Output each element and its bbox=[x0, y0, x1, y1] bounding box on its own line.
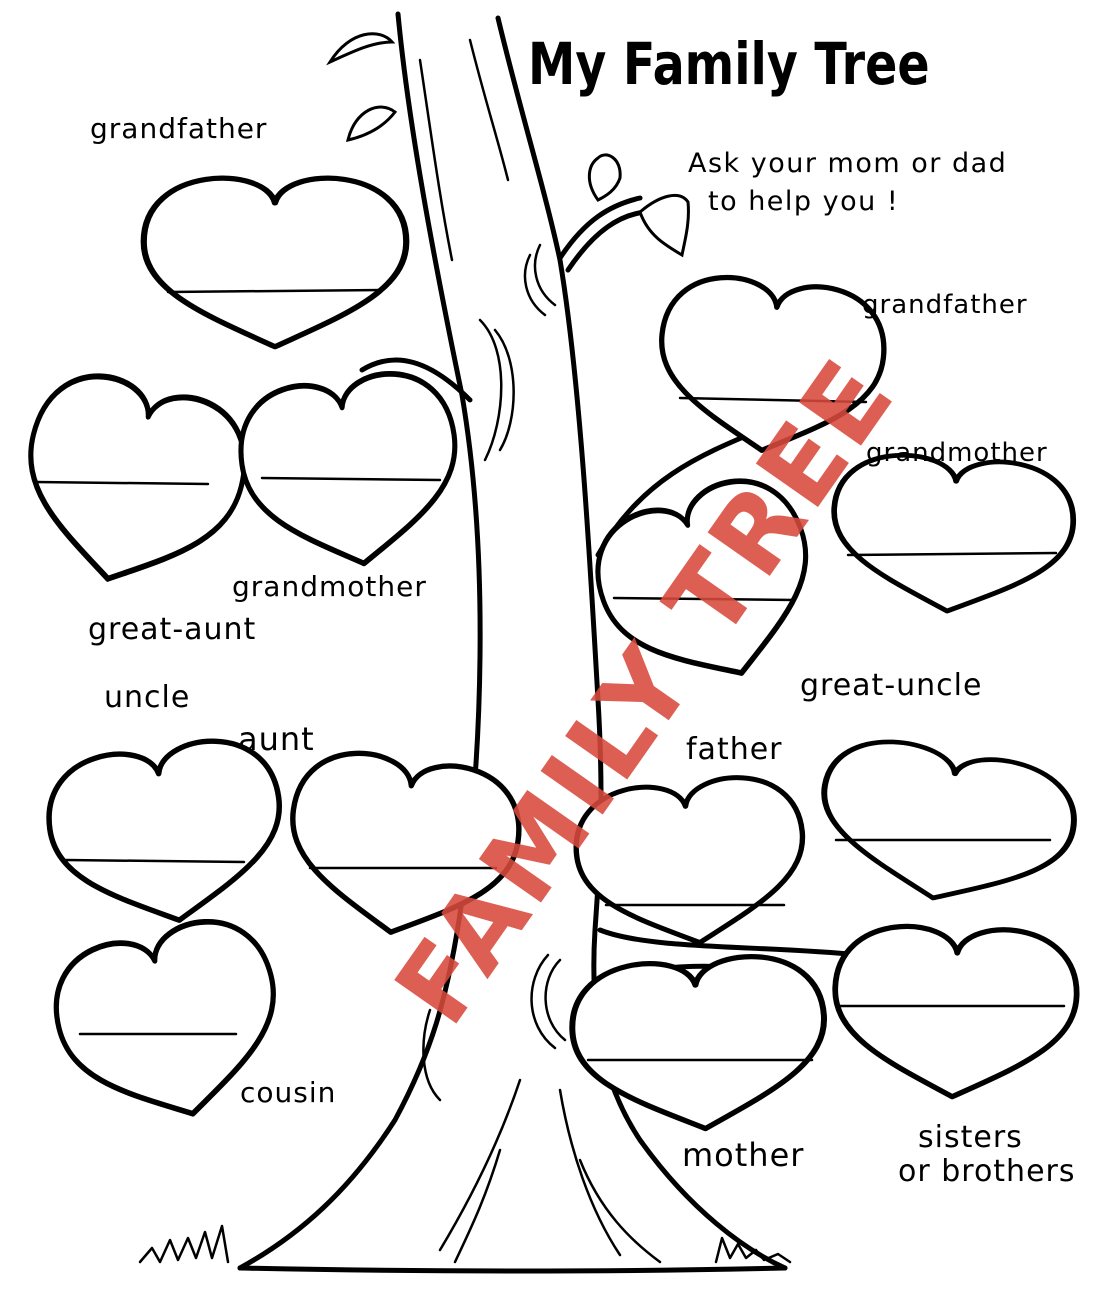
label-or-brothers: or brothers bbox=[898, 1154, 1076, 1189]
leaf-grandmother-left bbox=[232, 366, 470, 579]
label-aunt: aunt bbox=[238, 720, 315, 758]
label-great-uncle: great-uncle bbox=[800, 668, 982, 703]
label-cousin: cousin bbox=[240, 1076, 336, 1109]
leaf-uncle bbox=[41, 732, 294, 936]
label-great-aunt: great-aunt bbox=[88, 612, 256, 647]
label-grandfather-right: grandfather bbox=[862, 290, 1028, 320]
label-grandmother-left: grandmother bbox=[232, 570, 427, 603]
label-grandfather-left: grandfather bbox=[90, 112, 267, 145]
grass bbox=[140, 1226, 790, 1262]
instruction-line-1: Ask your mom or dad bbox=[688, 148, 1007, 179]
label-father: father bbox=[686, 732, 783, 767]
leaves bbox=[4, 178, 1083, 1140]
instruction-line-2: to help you ! bbox=[708, 186, 899, 217]
leaf-mother bbox=[568, 952, 831, 1138]
leaf-sibling-bottom bbox=[832, 924, 1079, 1101]
leaf-sibling-top bbox=[809, 731, 1083, 920]
label-sisters: sisters bbox=[918, 1120, 1023, 1155]
label-uncle: uncle bbox=[104, 680, 190, 715]
leaf-grandfather-left bbox=[144, 178, 407, 347]
label-mother: mother bbox=[682, 1136, 804, 1174]
page-title: My Family Tree bbox=[528, 30, 930, 98]
